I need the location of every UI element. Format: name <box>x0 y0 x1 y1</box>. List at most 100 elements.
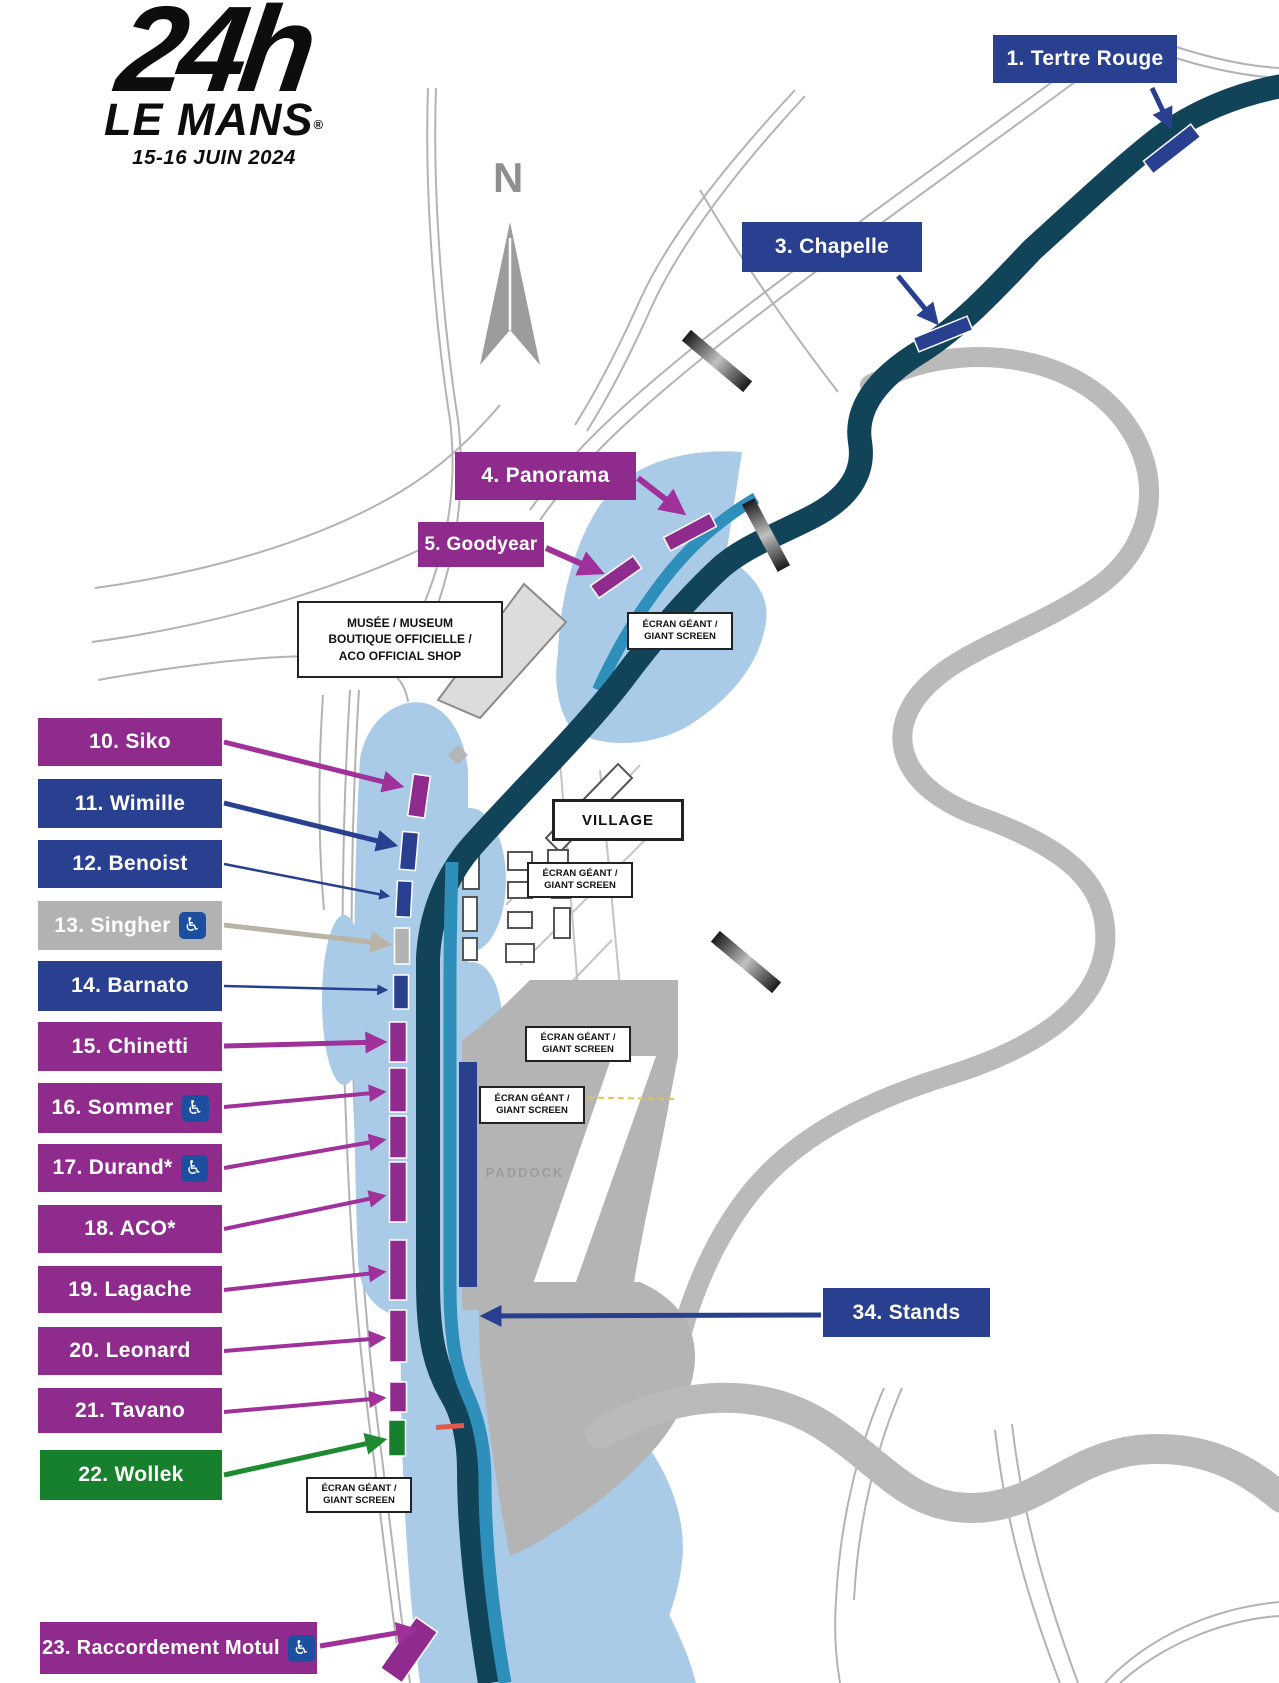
stand-benoist <box>394 879 414 919</box>
legend-badge-stands: 34. Stands <box>823 1288 990 1337</box>
badge-label: 16. Sommer <box>51 1096 174 1119</box>
legend-badge-barnato: 14. Barnato <box>38 961 222 1011</box>
footbridges <box>681 329 791 994</box>
stand-barnato <box>392 974 410 1010</box>
giant-screen-line1: ÉCRAN GÉANT / <box>542 867 618 879</box>
stand-chapelle <box>912 315 974 353</box>
stand-siko <box>406 773 432 819</box>
village-box: VILLAGE <box>552 799 684 841</box>
giant-screen-line2: GIANT SCREEN <box>644 631 716 642</box>
registered-mark: ® <box>313 117 325 132</box>
giant-screen-line2: GIANT SCREEN <box>496 1105 568 1116</box>
legend-badge-wollek: 22. Wollek <box>40 1450 222 1500</box>
legend-badge-chapelle: 3. Chapelle <box>742 222 922 272</box>
legend-badge-durand: 17. Durand* ♿ <box>38 1144 222 1192</box>
badge-label: 10. Siko <box>89 730 171 753</box>
museum-line2: BOUTIQUE OFFICIELLE / <box>328 632 472 647</box>
legend-badge-lagache: 19. Lagache <box>38 1266 222 1313</box>
compass-north: N <box>480 154 540 365</box>
footbridge <box>710 930 782 994</box>
giant-screen-line2: GIANT SCREEN <box>323 1495 395 1506</box>
main-track <box>416 74 1279 1683</box>
giant-screen-box: ÉCRAN GÉANT / GIANT SCREEN <box>306 1477 412 1513</box>
compass-n-label: N <box>493 154 523 201</box>
museum-line3: ACO OFFICIAL SHOP <box>338 648 462 663</box>
stand-singher <box>393 927 411 965</box>
footbridge <box>681 329 753 393</box>
village-label: VILLAGE <box>581 811 654 829</box>
badge-label: 19. Lagache <box>68 1277 192 1301</box>
wheelchair-icon: ♿ <box>180 1154 208 1182</box>
stand-tertre-rouge <box>1142 123 1202 175</box>
museum-line1: MUSÉE / MUSEUM <box>346 616 453 631</box>
giant-screen-box: ÉCRAN GÉANT / GIANT SCREEN <box>527 862 633 898</box>
wheelchair-icon: ♿ <box>178 912 206 939</box>
start-finish-line <box>435 1423 465 1430</box>
badge-label: 13. Singher <box>54 913 171 937</box>
badge-label: 5. Goodyear <box>424 533 538 555</box>
giant-screen-line1: ÉCRAN GÉANT / <box>321 1482 397 1494</box>
stand-wollek <box>387 1419 407 1457</box>
giant-screen-line2: GIANT SCREEN <box>544 880 616 891</box>
logo-lemans-text: LE MANS® <box>103 94 325 145</box>
legend-badge-panorama: 4. Panorama <box>455 452 636 500</box>
giant-screen-line1: ÉCRAN GÉANT / <box>642 618 718 630</box>
stand-sommer <box>388 1067 408 1113</box>
museum-shop-box: MUSÉE / MUSEUM BOUTIQUE OFFICIELLE / ACO… <box>297 601 503 678</box>
grandstand-markers <box>379 123 1202 1683</box>
wheelchair-icon: ♿ <box>287 1634 315 1662</box>
pitlane-esses <box>592 492 760 693</box>
stand-aco <box>388 1161 408 1223</box>
event-logo: 24h LE MANS® 15-16 JUIN 2024 <box>58 0 370 170</box>
badge-label: 15. Chinetti <box>71 1034 189 1058</box>
stand-leonard <box>388 1309 408 1363</box>
badge-label: 21. Tavano <box>75 1398 185 1422</box>
legend-badge-wimille: 11. Wimille <box>38 779 222 828</box>
badge-label: 1. Tertre Rouge <box>1006 47 1164 70</box>
stand-wimille <box>398 830 420 872</box>
wheelchair-icon: ♿ <box>181 1094 209 1122</box>
giant-screen-line1: ÉCRAN GÉANT / <box>494 1092 570 1104</box>
access-roads <box>91 37 1279 1683</box>
legend-badge-chinetti: 15. Chinetti <box>38 1022 222 1071</box>
footbridge <box>741 498 791 572</box>
legend-badge-benoist: 12. Benoist <box>38 840 222 888</box>
logo-24h-text: 24h <box>109 0 319 117</box>
stand-panorama <box>662 512 718 552</box>
paddock-label: PADDOCK <box>485 1165 565 1180</box>
stand-tavano <box>388 1381 408 1413</box>
badge-label: 23. Raccordement Motul <box>42 1636 280 1659</box>
badge-label: 22. Wollek <box>78 1463 184 1486</box>
badge-label: 34. Stands <box>852 1300 961 1324</box>
badge-label: 20. Leonard <box>69 1339 191 1362</box>
dunlop-gray-road <box>585 1382 1279 1524</box>
legend-badge-raccordement: 23. Raccordement Motul ♿ <box>40 1622 317 1674</box>
pitlane-straight <box>443 861 512 1683</box>
badge-label: 12. Benoist <box>72 852 188 875</box>
stand-lagache <box>388 1239 408 1301</box>
legend-badge-goodyear: 5. Goodyear <box>418 522 544 567</box>
badge-label: 18. ACO* <box>84 1217 176 1240</box>
logo-date-text: 15-16 JUIN 2024 <box>132 146 296 169</box>
badge-label: 11. Wimille <box>74 791 186 815</box>
stand-durand <box>388 1115 408 1159</box>
badge-label: 14. Barnato <box>71 974 189 997</box>
giant-screen-line2: GIANT SCREEN <box>542 1044 614 1055</box>
badge-label: 17. Durand* <box>52 1156 173 1179</box>
stand-goodyear <box>589 554 643 600</box>
legend-badge-sommer: 16. Sommer ♿ <box>38 1083 222 1133</box>
badge-label: 3. Chapelle <box>774 235 890 258</box>
badge-label: 4. Panorama <box>481 464 610 487</box>
giant-screen-line1: ÉCRAN GÉANT / <box>540 1031 616 1043</box>
bugatti-circuit-track <box>655 347 1160 1410</box>
pit-building <box>459 1062 477 1287</box>
giant-screen-box: ÉCRAN GÉANT / GIANT SCREEN <box>525 1026 631 1062</box>
stand-chinetti <box>388 1021 408 1063</box>
legend-badge-leonard: 20. Leonard <box>38 1327 222 1375</box>
legend-badge-aco: 18. ACO* <box>38 1205 222 1253</box>
legend-badge-singher: 13. Singher ♿ <box>38 901 222 950</box>
legend-badge-tavano: 21. Tavano <box>38 1388 222 1433</box>
legend-badge-tertre-rouge: 1. Tertre Rouge <box>993 35 1177 83</box>
